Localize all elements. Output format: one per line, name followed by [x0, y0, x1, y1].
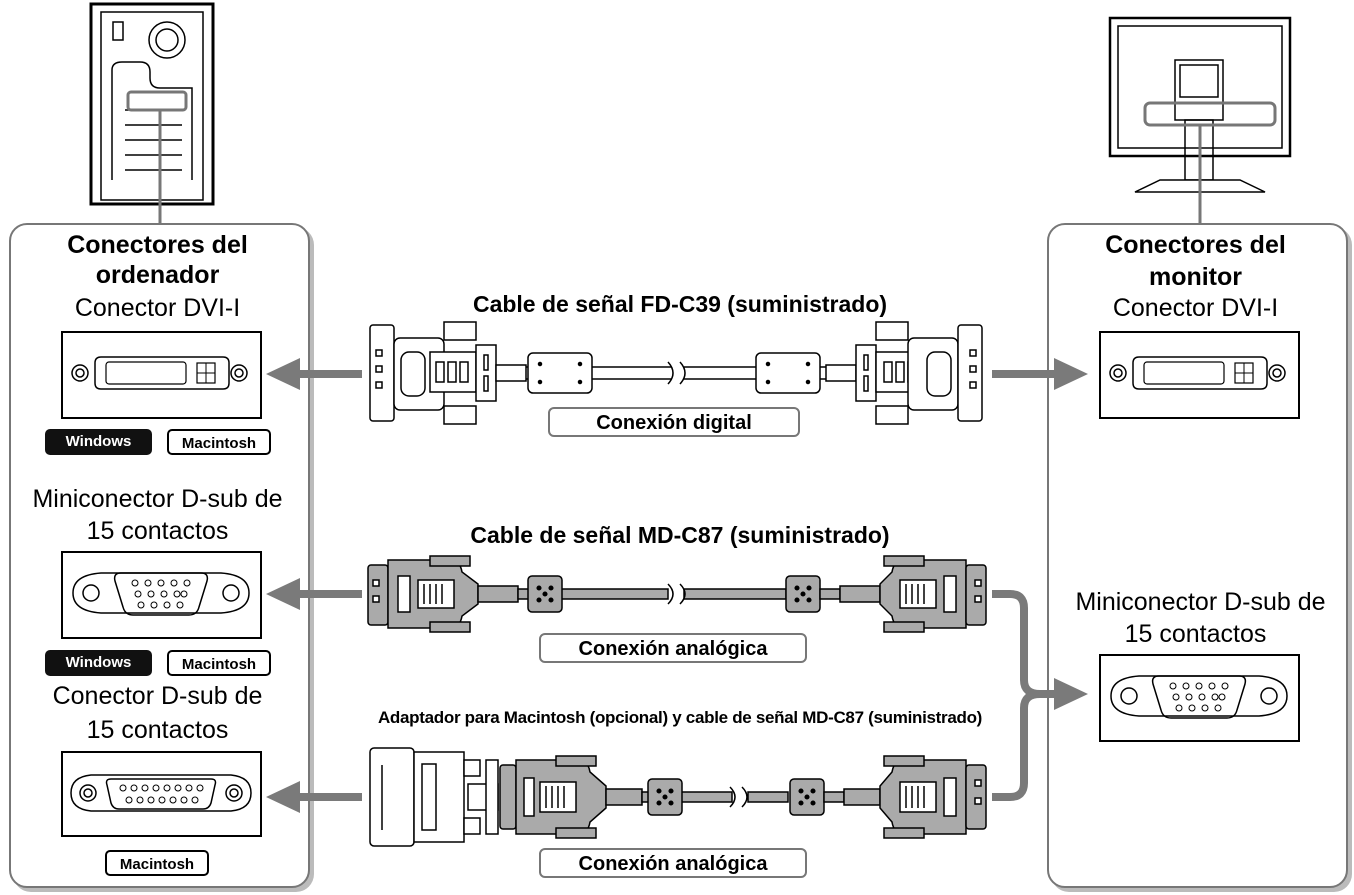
computer-dsub-port: [61, 751, 262, 837]
digital-connection-label: Conexión digital: [548, 407, 800, 437]
adapter-connection-label: Conexión analógica: [539, 848, 807, 878]
mini-dsub-port-icon: [72, 572, 250, 616]
computer-dvi-label: Conector DVI-I: [74, 294, 241, 322]
adapter-cable-title: Adaptador para Macintosh (opcional) y ca…: [377, 708, 983, 727]
windows-badge: Windows: [45, 429, 152, 455]
windows-badge: Windows: [45, 650, 152, 676]
dsub-port-icon: [70, 774, 252, 812]
monitor-connectors-title-line2: monitor: [1148, 263, 1243, 291]
monitor-mini-dsub-label-line2: 15 contactos: [1124, 620, 1267, 648]
macintosh-badge: Macintosh: [167, 429, 271, 455]
mac-adapter-icon: [369, 747, 499, 847]
computer-dsub-label-line2: 15 contactos: [86, 716, 229, 744]
dvi-port-icon: [71, 356, 248, 390]
computer-mini-dsub-label-line1: Miniconector D-sub de: [32, 485, 283, 513]
dvi-port-icon: [1109, 356, 1286, 390]
macintosh-badge: Macintosh: [105, 850, 209, 876]
mini-dsub-port-icon: [1110, 675, 1288, 719]
digital-cable-title: Cable de señal FD-C39 (suministrado): [472, 291, 888, 317]
monitor-mini-dsub-label-line1: Miniconector D-sub de: [1075, 588, 1326, 616]
analog-connection-label: Conexión analógica: [539, 633, 807, 663]
computer-mini-dsub-label-line2: 15 contactos: [86, 517, 229, 545]
monitor-dvi-label: Conector DVI-I: [1112, 294, 1279, 322]
computer-connectors-title: Conectores del ordenador: [67, 231, 248, 289]
analog-cable-title: Cable de señal MD-C87 (suministrado): [470, 522, 890, 548]
macintosh-badge: Macintosh: [167, 650, 271, 676]
monitor-connectors-title-line1: Conectores del: [1105, 231, 1286, 259]
computer-dsub-label-line1: Conector D-sub de: [52, 682, 263, 710]
vga-cable-icon: [499, 755, 987, 839]
arrow-analog-merge: [992, 590, 1054, 698]
vga-cable-icon: [367, 555, 987, 633]
